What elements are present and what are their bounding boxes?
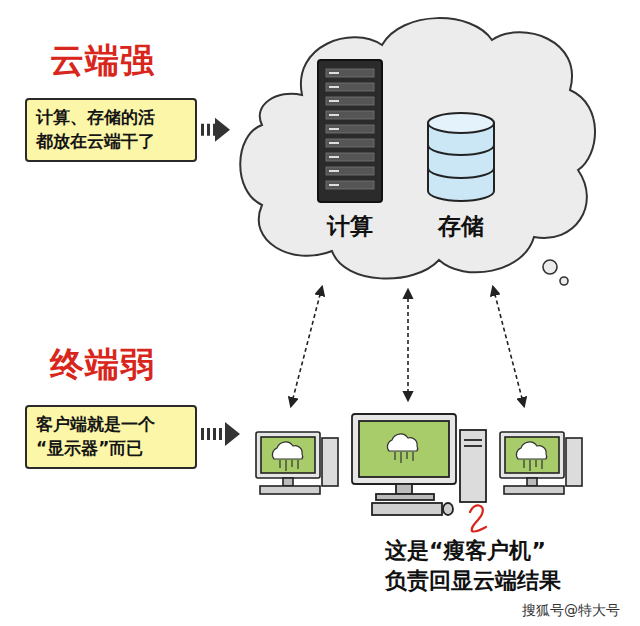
cloud-outline [232,5,602,290]
database-cylinder [428,113,494,201]
icon-label: 计算 [327,211,373,242]
cloud-node: 计算 存储 [232,5,602,290]
thin-client [352,414,486,515]
server-rack [318,60,382,202]
client-computer [500,432,582,494]
section-heading: 终端弱 [50,342,155,388]
block-arrow [201,422,240,446]
section-heading: 云端强 [50,38,155,84]
callout-text: 计算、存储的活 都放在云端干了 [36,106,186,154]
icon-label: 存储 [438,211,484,242]
client-computer [256,432,338,494]
pointer-mark [470,505,486,531]
watermark: 搜狐号@特大号 [522,602,620,620]
striped-arrow [201,118,230,142]
callout-box: 计算、存储的活 都放在云端干了 [25,98,197,162]
dashed-link [291,287,524,406]
callout-box: 客户端就是一个 “显示器”而已 [25,405,197,469]
callout-text: 客户端就是一个 “显示器”而已 [36,413,186,461]
annotation: 这是“瘦客户机” 负责回显云端结果 [385,536,597,595]
